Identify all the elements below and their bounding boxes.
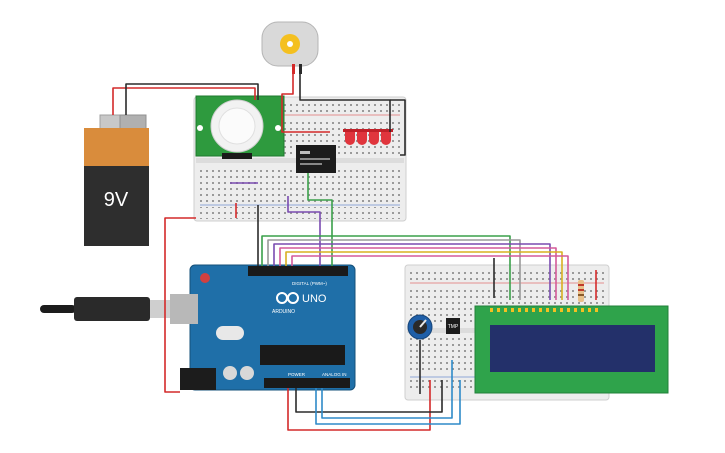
wire-black	[390, 99, 406, 156]
temperature-sensor: TMP	[446, 318, 460, 334]
wire-gray	[267, 239, 521, 300]
arduino-brand-label: ARDUINO	[272, 309, 295, 315]
potentiometer	[407, 314, 433, 340]
wire-yellow	[285, 251, 563, 300]
battery-label: 9V	[104, 189, 129, 211]
battery-9v: 9V	[84, 114, 149, 246]
power-header-label: POWER	[288, 372, 306, 377]
wire-blue	[321, 360, 453, 419]
led-3	[367, 129, 381, 145]
wire-red	[164, 217, 196, 393]
lcd-display	[474, 305, 669, 394]
wire-pink	[279, 247, 557, 300]
wire-black	[125, 83, 259, 115]
digital-header-label: DIGITAL (PWM~)	[292, 281, 327, 286]
wire-purple	[273, 243, 551, 300]
arduino-model-label: UNO	[302, 293, 327, 305]
arduino-logo	[276, 292, 299, 304]
led-2	[355, 129, 369, 145]
arduino-uno: UNO ARDUINO DIGITAL (PWM~) POWER ANALOG …	[180, 264, 356, 391]
wire-green	[307, 173, 333, 266]
wire-green	[261, 235, 511, 300]
wire-pink	[291, 255, 569, 300]
led-1	[343, 129, 357, 145]
wire-blue	[315, 380, 461, 425]
wire-black	[295, 380, 443, 413]
led-group	[343, 129, 393, 145]
analog-header-label: ANALOG IN	[322, 372, 347, 377]
wire-purple	[287, 196, 321, 266]
dc-motor	[261, 21, 319, 74]
wire-black	[299, 74, 391, 132]
wires	[112, 74, 597, 431]
temp-sensor-label: TMP	[448, 324, 459, 330]
relay	[296, 145, 336, 173]
resistor	[578, 280, 584, 302]
led-4	[379, 129, 393, 145]
pir-sensor	[195, 95, 285, 159]
wire-red	[112, 87, 256, 115]
wire-red	[281, 74, 330, 133]
usb-cable	[40, 294, 198, 324]
wire-red	[287, 380, 431, 431]
